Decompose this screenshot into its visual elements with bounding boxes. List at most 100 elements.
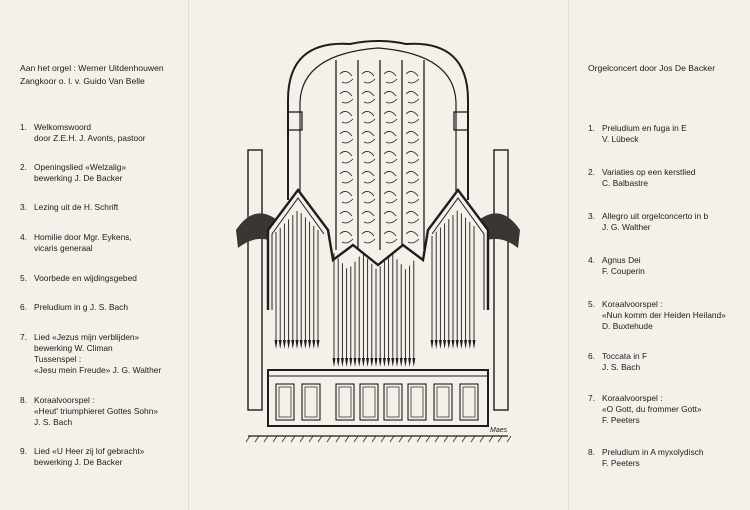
item-line: Toccata in F bbox=[602, 351, 648, 361]
base-panel bbox=[335, 383, 355, 421]
glass-pattern bbox=[361, 131, 376, 144]
item-line: Lied «U Heer zij lof gebracht» bbox=[34, 446, 145, 456]
item-line: D. Buxtehude bbox=[602, 321, 653, 331]
organ-case-top bbox=[266, 188, 490, 310]
item-line: J. S. Bach bbox=[602, 362, 641, 372]
item-number: 8. bbox=[588, 447, 595, 457]
item-line: Welkomswoord bbox=[34, 122, 92, 132]
item-line: bewerking W. Climan bbox=[34, 343, 113, 353]
pipe-mouth bbox=[274, 340, 278, 349]
item-text: Voorbede en wijdingsgebed bbox=[34, 273, 137, 284]
item-text: Lezing uit de H. Schrift bbox=[34, 202, 118, 213]
pipe-mouth bbox=[287, 340, 291, 349]
item-text: Koraalvoorspel :«Nun komm der Heiden Hei… bbox=[602, 299, 726, 332]
item-number: 7. bbox=[20, 332, 27, 342]
pipe-mouth bbox=[278, 340, 282, 349]
item-number: 4. bbox=[588, 255, 595, 265]
floor-hatch bbox=[362, 435, 368, 443]
item-number: 8. bbox=[20, 395, 27, 405]
pipe-mouth bbox=[443, 340, 447, 349]
base-panel bbox=[433, 383, 453, 421]
pipe-mouth bbox=[374, 358, 378, 367]
floor-hatch bbox=[290, 435, 296, 443]
item-line: V. Lübeck bbox=[602, 134, 639, 144]
glass-pattern bbox=[383, 171, 398, 184]
base-panel-inset bbox=[362, 386, 376, 418]
glass-pattern bbox=[339, 71, 354, 84]
glass-pattern bbox=[383, 211, 398, 224]
item-line: F. Couperin bbox=[602, 266, 645, 276]
left-panel: Aan het orgel : Werner Uitdenhouwen Zang… bbox=[20, 62, 200, 467]
floor-hatch bbox=[407, 435, 413, 443]
pipe-mouth bbox=[438, 340, 442, 349]
floor-hatch bbox=[317, 435, 323, 443]
item-number: 5. bbox=[588, 299, 595, 309]
item-line: bewerking J. De Backer bbox=[34, 173, 123, 183]
choir-line: Zangkoor o. l. v. Guido Van Belle bbox=[20, 76, 145, 86]
item-line: J. S. Bach bbox=[34, 417, 73, 427]
item-text: Openingslied «Welzalig»bewerking J. De B… bbox=[34, 162, 126, 184]
floor-hatch bbox=[434, 435, 440, 443]
floor-hatch bbox=[281, 435, 287, 443]
pipe-mouth bbox=[366, 358, 370, 367]
pipe-mouth bbox=[434, 340, 438, 349]
pipe-mouth bbox=[391, 358, 395, 367]
pipe-mouth bbox=[349, 358, 353, 367]
pipe-mouth bbox=[299, 340, 303, 349]
pipe-mouth bbox=[340, 358, 344, 367]
pipe-mouth bbox=[303, 340, 307, 349]
pipe-mouth bbox=[308, 340, 312, 349]
item-number: 2. bbox=[588, 167, 595, 177]
item-line: Preludium in A myxolydisch bbox=[602, 447, 704, 457]
glass-pattern bbox=[405, 231, 420, 244]
item-line: Openingslied «Welzalig» bbox=[34, 162, 127, 172]
floor-hatch bbox=[263, 435, 269, 443]
glass-pattern bbox=[361, 71, 376, 84]
item-text: Homilie door Mgr. Eykens,vicaris generaa… bbox=[34, 232, 132, 254]
organ-drawing: Maes bbox=[236, 40, 520, 443]
pipe-mouth bbox=[455, 340, 459, 349]
glass-pattern bbox=[339, 231, 354, 244]
item-number: 4. bbox=[20, 232, 27, 242]
floor-hatch bbox=[488, 435, 494, 443]
case-moulding bbox=[271, 197, 325, 310]
base-panel-inset bbox=[338, 386, 352, 418]
item-line: C. Balbastre bbox=[602, 178, 649, 188]
floor-hatch bbox=[308, 435, 314, 443]
organist-line: Aan het orgel : Werner Uitdenhouwen bbox=[20, 63, 164, 73]
item-text: Lied «Jezus mijn verblijden»bewerking W.… bbox=[34, 332, 161, 376]
item-line: Lezing uit de H. Schrift bbox=[34, 202, 119, 212]
item-line: Koraalvoorspel : bbox=[602, 393, 663, 403]
base-panel-inset bbox=[386, 386, 400, 418]
glass-pattern bbox=[383, 151, 398, 164]
glass-pattern bbox=[405, 191, 420, 204]
item-line: bewerking J. De Backer bbox=[34, 457, 123, 467]
floor-hatch bbox=[497, 435, 503, 443]
glass-pattern bbox=[405, 91, 420, 104]
item-line: Lied «Jezus mijn verblijden» bbox=[34, 332, 140, 342]
glass-pattern bbox=[361, 211, 376, 224]
pipe-mouth bbox=[382, 358, 386, 367]
item-number: 9. bbox=[20, 446, 27, 456]
pipe-mouth bbox=[408, 358, 412, 367]
pipe-mouth bbox=[447, 340, 451, 349]
pipe-mouth bbox=[370, 358, 374, 367]
glass-pattern bbox=[361, 191, 376, 204]
pipe-mouth bbox=[291, 340, 295, 349]
glass-pattern bbox=[339, 171, 354, 184]
item-line: Preludium in g J. S. Bach bbox=[34, 302, 129, 312]
artist-signature: Maes bbox=[490, 427, 508, 434]
pipe-mouth bbox=[345, 358, 349, 367]
glass-pattern bbox=[361, 171, 376, 184]
item-line: Voorbede en wijdingsgebed bbox=[34, 273, 137, 283]
item-text: Lied «U Heer zij lof gebracht»bewerking … bbox=[34, 446, 144, 468]
floor-hatch bbox=[272, 435, 278, 443]
floor-hatch bbox=[371, 435, 377, 443]
left-column bbox=[247, 149, 263, 411]
glass-pattern bbox=[339, 211, 354, 224]
floor-hatch bbox=[245, 435, 251, 443]
glass-pattern bbox=[339, 131, 354, 144]
